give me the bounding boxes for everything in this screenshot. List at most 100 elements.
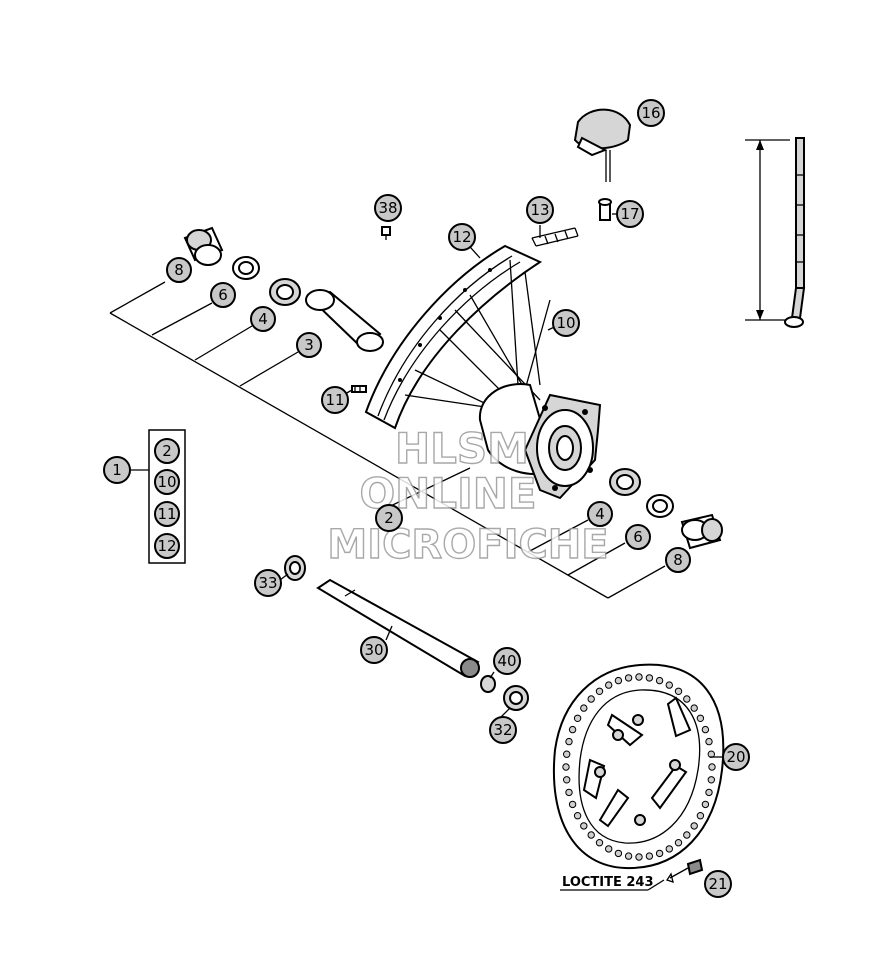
disc-screw-21 bbox=[665, 858, 704, 883]
disc-hole bbox=[708, 763, 716, 771]
callout-kit-12: 12 bbox=[154, 533, 180, 559]
disc-hole bbox=[705, 788, 713, 797]
callout-38: 38 bbox=[374, 194, 402, 222]
callout-32: 32 bbox=[489, 716, 517, 744]
disc-hole bbox=[568, 800, 577, 809]
callout-21-label: 21 bbox=[708, 875, 727, 893]
disc-hole bbox=[624, 674, 633, 682]
callout-10: 10 bbox=[552, 309, 580, 337]
callout-12: 12 bbox=[448, 223, 476, 251]
callout-1: 1 bbox=[103, 456, 131, 484]
wheel-spindle-30 bbox=[316, 578, 480, 678]
disc-hole bbox=[605, 845, 613, 853]
disc-hole bbox=[565, 788, 573, 797]
nipple-38 bbox=[381, 226, 391, 240]
hub bbox=[478, 383, 602, 500]
callout-4-left-label: 4 bbox=[258, 310, 268, 328]
disc-hole bbox=[595, 839, 604, 847]
watermark: HLSM ONLINE MICROFICHE bbox=[327, 423, 610, 568]
callout-kit-2: 2 bbox=[154, 438, 180, 464]
disc-hole bbox=[655, 849, 664, 858]
disc-hole bbox=[595, 687, 604, 695]
right-seal-6 bbox=[646, 494, 674, 518]
disc-hole bbox=[635, 853, 643, 861]
left-bearing-4 bbox=[269, 278, 301, 306]
disc-hole bbox=[707, 776, 715, 784]
disc-hole bbox=[563, 750, 571, 758]
disc-hole bbox=[674, 687, 683, 695]
right-bushing-8 bbox=[680, 513, 723, 550]
disc-hole bbox=[696, 812, 705, 820]
rim bbox=[364, 244, 543, 430]
disc-hole bbox=[562, 763, 570, 771]
disc-hole bbox=[690, 822, 698, 830]
disc-hole bbox=[573, 714, 582, 722]
callout-21: 21 bbox=[704, 870, 732, 898]
disc-hole bbox=[655, 676, 664, 685]
spoke-nipple-11 bbox=[351, 385, 367, 393]
disc-hole bbox=[690, 704, 698, 712]
loctite-label: LOCTITE 243 bbox=[562, 875, 654, 890]
callout-6-right-label: 6 bbox=[633, 528, 643, 546]
right-bearing-4 bbox=[609, 468, 641, 496]
disc-hole bbox=[705, 737, 713, 746]
disc-hole bbox=[645, 852, 654, 860]
callout-kit-2-label: 2 bbox=[162, 442, 172, 460]
callout-12-label: 12 bbox=[452, 228, 471, 246]
callout-40-label: 40 bbox=[497, 652, 516, 670]
disc-hole bbox=[635, 673, 643, 681]
callout-11: 11 bbox=[321, 386, 349, 414]
collar-33 bbox=[284, 555, 306, 581]
disc-hole bbox=[568, 725, 577, 734]
rim-tape-13 bbox=[531, 227, 579, 247]
spoke-detail bbox=[745, 137, 806, 328]
callout-20-label: 20 bbox=[726, 748, 745, 766]
disc-hole bbox=[624, 852, 633, 860]
disc-hole bbox=[605, 681, 613, 689]
callout-kit-10: 10 bbox=[154, 469, 180, 495]
callout-kit-12-label: 12 bbox=[157, 537, 176, 555]
callout-10-label: 10 bbox=[556, 314, 575, 332]
assembly-leader-lines bbox=[109, 281, 666, 599]
washer-40 bbox=[480, 675, 496, 693]
nut-17 bbox=[598, 198, 612, 221]
callout-3: 3 bbox=[296, 332, 322, 358]
nut-32 bbox=[503, 685, 529, 711]
disc-hole bbox=[580, 822, 588, 830]
callout-40: 40 bbox=[493, 647, 521, 675]
callout-kit-11-label: 11 bbox=[157, 505, 176, 523]
watermark-line-3: MICROFICHE bbox=[327, 522, 608, 568]
callout-13: 13 bbox=[526, 196, 554, 224]
callout-kit-10-label: 10 bbox=[157, 473, 176, 491]
callout-1-label: 1 bbox=[112, 461, 122, 479]
disc-hole bbox=[665, 845, 673, 853]
callout-13-label: 13 bbox=[530, 201, 549, 219]
disc-hole bbox=[701, 800, 710, 809]
callout-6-left-label: 6 bbox=[218, 286, 228, 304]
callout-38-label: 38 bbox=[378, 199, 397, 217]
disc-hole bbox=[701, 725, 710, 734]
callout-kit-11: 11 bbox=[154, 501, 180, 527]
disc-hole bbox=[565, 737, 573, 746]
callout-2: 2 bbox=[375, 504, 403, 532]
callout-4-right: 4 bbox=[587, 501, 613, 527]
brake-disc-holes bbox=[562, 673, 716, 861]
disc-hole bbox=[665, 681, 673, 689]
callout-6-left: 6 bbox=[210, 282, 236, 308]
kit-box bbox=[131, 429, 186, 564]
callout-30-label: 30 bbox=[364, 641, 383, 659]
callout-2-label: 2 bbox=[384, 509, 394, 527]
watermark-line-1: HLSM bbox=[395, 424, 529, 473]
callout-17: 17 bbox=[616, 200, 644, 228]
left-seal-6 bbox=[232, 256, 260, 280]
callout-33: 33 bbox=[254, 569, 282, 597]
distance-sleeve-3 bbox=[305, 289, 384, 352]
callout-8-right-label: 8 bbox=[673, 551, 683, 569]
disc-hole bbox=[573, 812, 582, 820]
callout-33-label: 33 bbox=[258, 574, 277, 592]
callout-8-right: 8 bbox=[665, 547, 691, 573]
callout-8-left-label: 8 bbox=[174, 261, 184, 279]
disc-hole bbox=[645, 674, 654, 682]
brake-disc-20 bbox=[553, 663, 725, 870]
